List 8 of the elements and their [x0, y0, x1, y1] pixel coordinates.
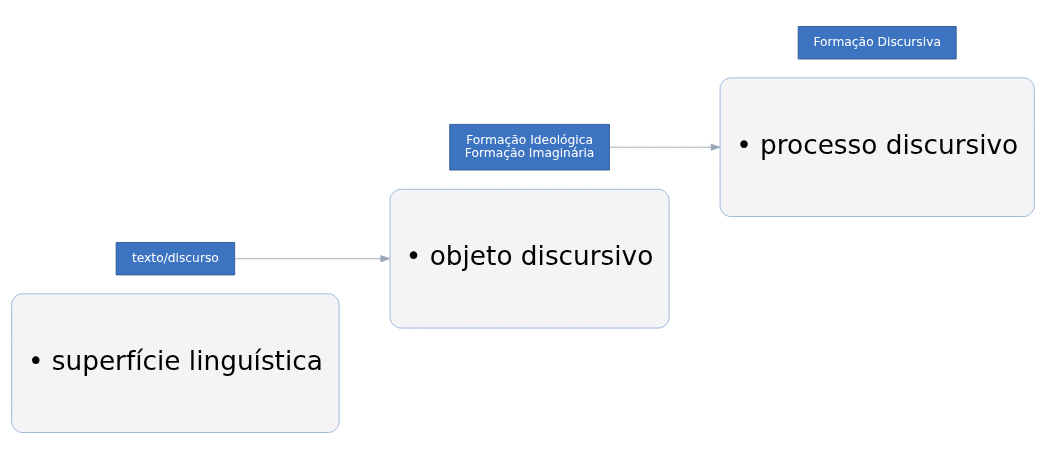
arrow [609, 143, 721, 151]
node-box: • superfície linguística [11, 293, 340, 433]
node-box: • processo discursivo [719, 77, 1035, 217]
node-box: • objeto discursivo [389, 188, 670, 329]
arrow [234, 255, 391, 263]
node-box: texto/discurso [115, 242, 236, 276]
node-box: Formação Ideológica Formação Imaginária [449, 123, 610, 171]
node-box: Formação Discursiva [797, 26, 957, 60]
